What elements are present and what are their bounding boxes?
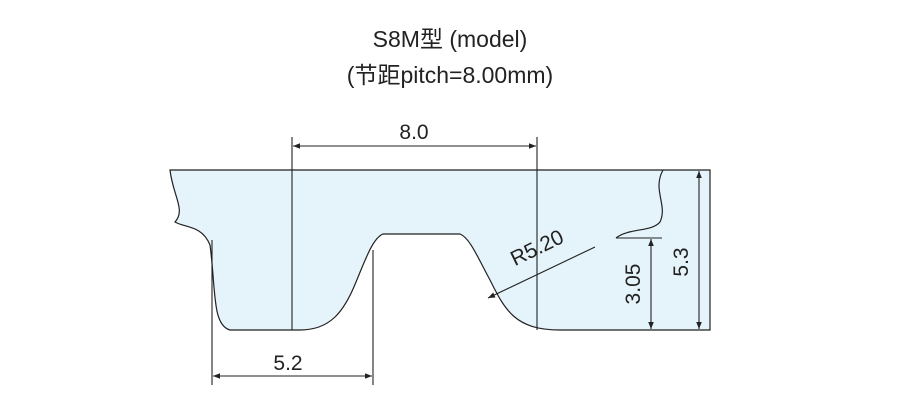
tooth-width-label: 5.2 xyxy=(273,352,302,375)
title-model: S8M型 (model) xyxy=(372,26,528,52)
title-pitch: (节距pitch=8.00mm) xyxy=(346,62,554,88)
radius-leader-line xyxy=(487,246,596,299)
belt-profile xyxy=(169,169,711,331)
tooth-height-label: 3.05 xyxy=(622,264,645,305)
total-height-label: 5.3 xyxy=(670,247,693,276)
right-break-line xyxy=(615,169,664,239)
pitch-dimension-label: 8.0 xyxy=(399,121,428,144)
